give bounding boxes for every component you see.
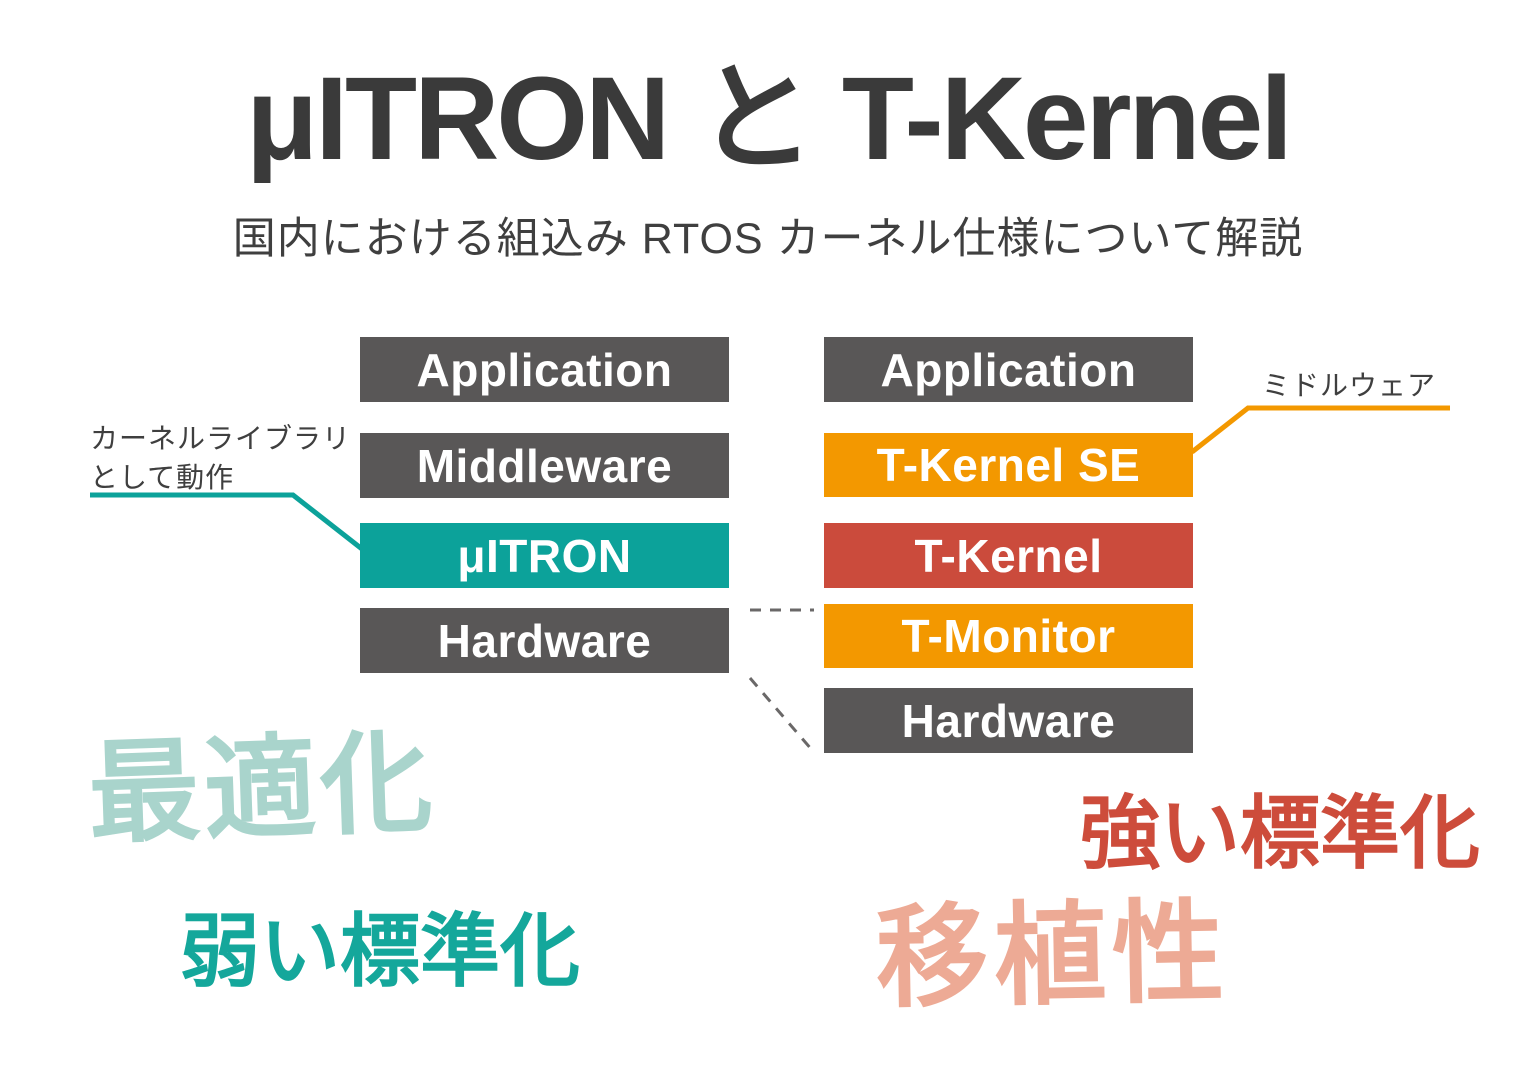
layer-middleware: Middleware — [360, 433, 729, 498]
layer-tkernel: T-Kernel — [824, 523, 1193, 588]
keyword-strong-standardization: 強い標準化 — [1080, 789, 1480, 878]
layer-label: Application — [416, 343, 673, 396]
middleware-note-text: ミドルウェア — [1262, 370, 1437, 401]
hardware-mapping-dashed-line-diagonal — [748, 677, 814, 751]
layer-label: Application — [880, 343, 1137, 396]
layer-label: T-Monitor — [901, 610, 1116, 662]
kernel-library-note-line1: カーネルライブラリ — [90, 423, 352, 454]
layer-label: μITRON — [457, 529, 632, 582]
layer-application-left: Application — [360, 337, 729, 402]
page-title: μITRON と T-Kernel — [246, 53, 1293, 185]
layer-tmonitor: T-Monitor — [824, 604, 1193, 668]
middleware-connector-line — [1190, 405, 1450, 454]
keyword-optimization: 最適化 — [85, 719, 439, 858]
layer-label: Middleware — [416, 439, 673, 492]
page-subtitle: 国内における組込み RTOS カーネル仕様について解説 — [232, 215, 1304, 263]
kernel-library-note-line2: として動作 — [90, 462, 235, 493]
layer-label: T-Kernel — [914, 529, 1103, 582]
layer-label: T-Kernel SE — [876, 439, 1141, 491]
layer-hardware-right: Hardware — [824, 688, 1193, 753]
layer-application-right: Application — [824, 337, 1193, 402]
kernel-library-note: カーネルライブラリ として動作 — [90, 419, 351, 497]
layer-uitron: μITRON — [360, 523, 729, 588]
keyword-portability: 移植性 — [874, 889, 1232, 1022]
layer-label: Hardware — [437, 614, 652, 667]
keyword-weak-standardization: 弱い標準化 — [180, 907, 580, 996]
layer-tkernel-se: T-Kernel SE — [824, 433, 1193, 497]
kernel-library-connector-line — [90, 492, 364, 551]
middleware-note: ミドルウェア — [1262, 366, 1436, 405]
layer-label: Hardware — [901, 694, 1116, 747]
layer-hardware-left: Hardware — [360, 608, 729, 673]
